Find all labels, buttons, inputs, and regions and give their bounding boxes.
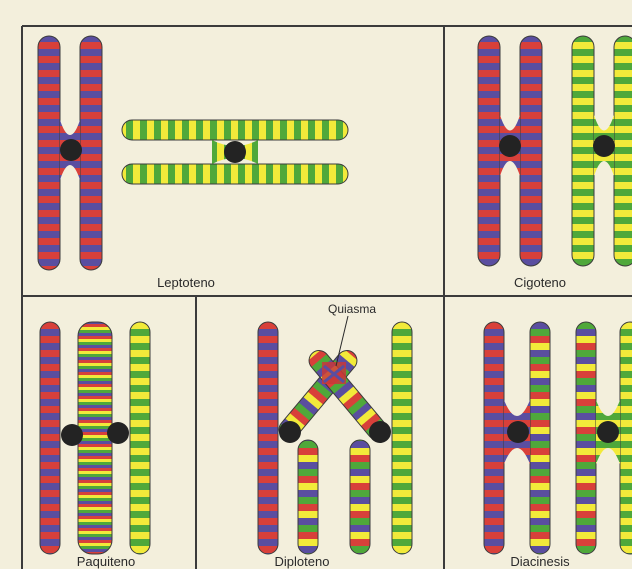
centromere-icon	[107, 422, 129, 444]
chiasma-crossover-icon	[322, 362, 346, 384]
centromere-icon	[593, 135, 615, 157]
panel-label-diacinesis: Diacinesis	[510, 554, 570, 569]
panel-diacinesis: Diacinesis	[484, 322, 632, 569]
panel-diploteno: Quiasma Diploteno	[258, 302, 412, 569]
panel-label-paquiteno: Paquiteno	[77, 554, 136, 569]
centromere-icon	[279, 421, 301, 443]
panel-label-cigoteno: Cigoteno	[514, 275, 566, 290]
centromere-icon	[369, 421, 391, 443]
panel-cigoteno: Cigoteno	[478, 36, 632, 290]
chromosome-icon	[40, 322, 150, 554]
centromere-icon	[60, 139, 82, 161]
panel-paquiteno: Paquiteno	[40, 322, 150, 569]
centromere-icon	[61, 424, 83, 446]
centromere-icon	[224, 141, 246, 163]
centromere-icon	[499, 135, 521, 157]
centromere-icon	[507, 421, 529, 443]
panel-label-leptoteno: Leptoteno	[157, 275, 215, 290]
centromere-icon	[597, 421, 619, 443]
panel-leptoteno: Leptoteno	[38, 36, 348, 290]
panel-label-diploteno: Diploteno	[275, 554, 330, 569]
callout-label-quiasma: Quiasma	[328, 302, 376, 316]
